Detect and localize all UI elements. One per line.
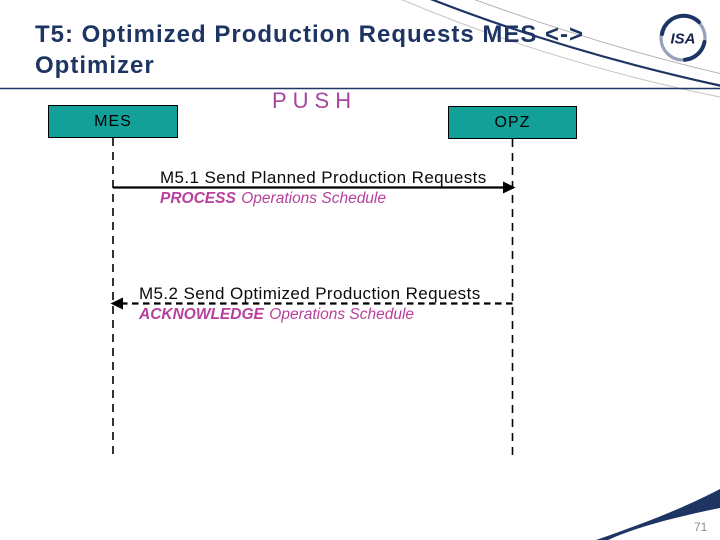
message-m51-verb: PROCESS	[160, 190, 236, 207]
message-m52-verb: ACKNOWLEDGE	[139, 306, 264, 323]
isa-logo-icon: ISA	[659, 13, 707, 62]
message-m52-sublabel: ACKNOWLEDGE Operations Schedule	[139, 306, 414, 324]
header-swoosh-gray-upper	[474, 0, 720, 75]
message-m51-label: M5.1 Send Planned Production Requests	[160, 168, 487, 187]
isa-logo-text: ISA	[670, 31, 695, 48]
isa-logo: ISA	[656, 11, 710, 65]
actor-label-mes: MES	[94, 112, 132, 130]
page-number: 71	[694, 520, 708, 534]
actor-box-opz: OPZ	[448, 106, 577, 139]
message-m51-sublabel: PROCESS Operations Schedule	[160, 190, 386, 208]
actor-box-mes: MES	[48, 105, 178, 138]
header-swoosh-gray-lower	[401, 0, 720, 98]
slide-title: T5: Optimized Production Requests MES <-…	[35, 19, 655, 81]
isa-logo-swirl-top	[660, 13, 701, 36]
actor-label-opz: OPZ	[494, 113, 531, 131]
slide-title-line2: Optimizer	[35, 52, 155, 79]
m51-arrowhead	[503, 181, 516, 194]
m52-arrowhead	[110, 297, 123, 310]
isa-logo-swirl-bottom	[683, 40, 707, 62]
slide-title-line1: T5: Optimized Production Requests MES <-…	[35, 21, 585, 48]
message-m51-noun: Operations Schedule	[241, 190, 386, 207]
header-swoosh-navy	[430, 0, 720, 87]
push-label: PUSH	[272, 88, 358, 113]
message-m52-noun: Operations Schedule	[269, 306, 415, 323]
message-m52-label: M5.2 Send Optimized Production Requests	[139, 284, 481, 303]
